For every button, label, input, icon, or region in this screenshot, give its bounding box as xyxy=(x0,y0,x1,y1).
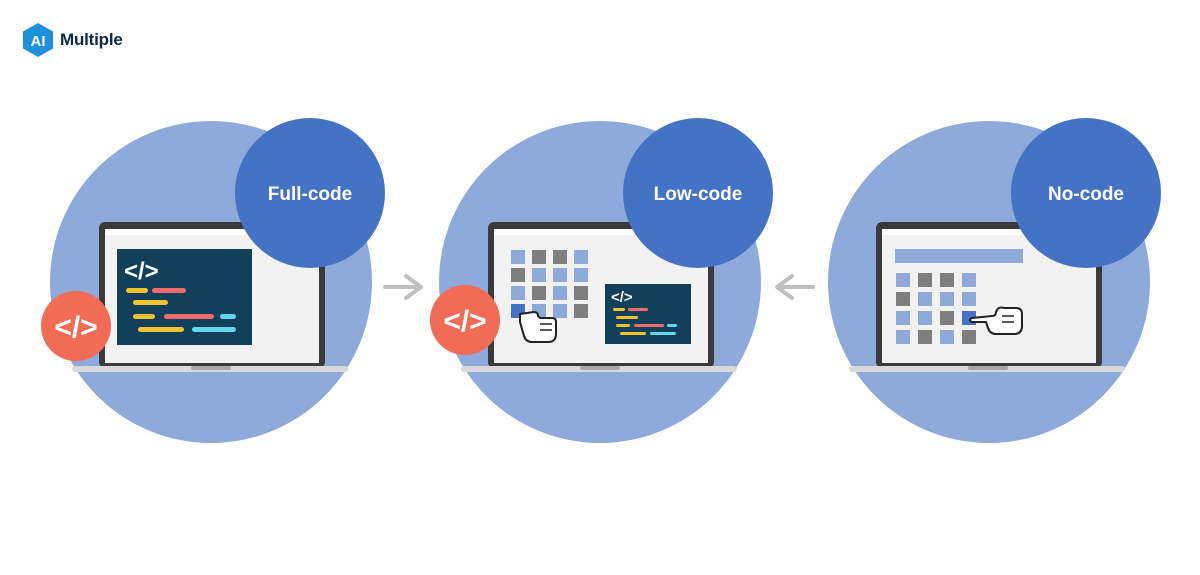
code-editor-window: </> xyxy=(605,284,691,344)
panel-no-code: No-code xyxy=(828,118,1161,443)
panel-label-no-code: No-code xyxy=(1048,184,1124,205)
brand-badge-icon: AI xyxy=(23,23,53,57)
brand-badge-text: AI xyxy=(31,33,46,50)
svg-text:</>: </> xyxy=(443,305,486,338)
code-badge-icon: </> xyxy=(41,291,111,361)
code-editor-window: </> xyxy=(117,249,252,345)
brand-name: Multiple xyxy=(60,30,123,49)
label-circle xyxy=(235,118,385,268)
pointing-hand-icon xyxy=(519,311,557,343)
code-badge-icon: </> xyxy=(430,285,500,355)
label-circle xyxy=(623,118,773,268)
panel-label-full-code: Full-code xyxy=(268,184,352,205)
svg-text:</>: </> xyxy=(54,311,97,344)
panel-full-code: </> </> Full-code xyxy=(41,118,385,443)
panel-low-code: </> </> Low-code xyxy=(430,118,773,443)
brand-logo: AI Multiple xyxy=(20,22,123,58)
code-symbol: </> xyxy=(124,258,159,285)
block-grid xyxy=(896,273,976,344)
block-grid xyxy=(511,250,588,318)
label-circle xyxy=(1011,118,1161,268)
arrow-left-icon xyxy=(775,274,815,300)
code-symbol: </> xyxy=(611,289,633,306)
arrow-right-icon xyxy=(383,274,423,300)
pointing-hand-icon xyxy=(969,306,1023,335)
panel-label-low-code: Low-code xyxy=(654,184,743,205)
header-bar xyxy=(895,249,1023,263)
